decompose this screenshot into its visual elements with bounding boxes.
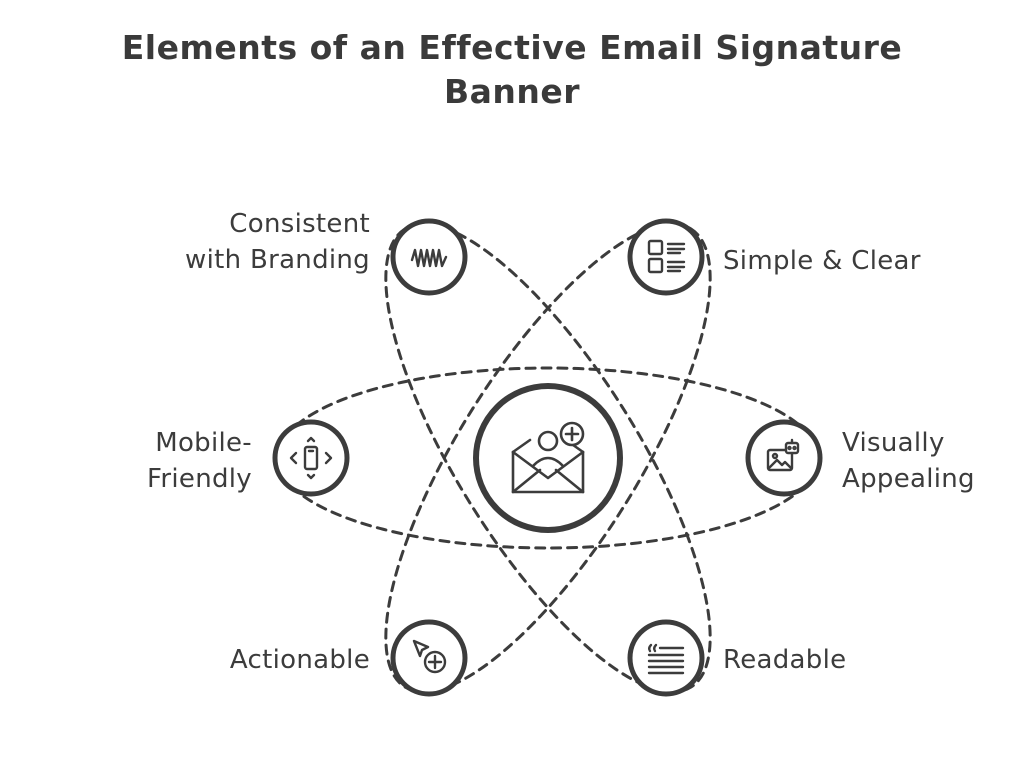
node-readable[interactable]: [627, 619, 705, 697]
mobile-resize-icon: [289, 436, 333, 480]
label-simple-line-1: Simple & Clear: [723, 246, 921, 276]
node-visual[interactable]: [745, 419, 823, 497]
label-readable: Readable: [723, 642, 846, 678]
label-consistent-line-1: Consistent: [229, 209, 370, 239]
label-mobile: Mobile- Friendly: [147, 425, 252, 497]
label-visual: Visually Appealing: [842, 425, 975, 497]
cursor-add-icon: [412, 639, 447, 674]
quote-text-icon: [647, 643, 685, 675]
label-consistent: Consistent with Branding: [185, 206, 370, 278]
node-consistent[interactable]: [390, 218, 468, 296]
label-actionable: Actionable: [230, 642, 370, 678]
label-mobile-line-2: Friendly: [147, 464, 252, 494]
center-node[interactable]: [473, 383, 623, 533]
label-actionable-line-1: Actionable: [229, 645, 370, 675]
title-line-1: Elements of an Effective Email Signature: [121, 28, 903, 67]
email-person-add-icon: [511, 421, 585, 494]
image-robot-icon: [766, 438, 800, 472]
node-simple[interactable]: [627, 218, 705, 296]
label-visual-line-1: Visually: [842, 428, 945, 458]
label-simple: Simple & Clear: [723, 243, 921, 279]
label-mobile-line-1: Mobile-: [155, 428, 252, 458]
layout-list-icon: [647, 239, 686, 274]
diagram-title: Elements of an Effective Email Signature…: [0, 26, 1024, 114]
title-line-2: Banner: [443, 72, 581, 111]
label-readable-line-1: Readable: [723, 645, 847, 675]
waveform-icon: [410, 248, 448, 268]
node-mobile[interactable]: [272, 419, 350, 497]
label-visual-line-2: Appealing: [842, 464, 975, 494]
label-consistent-line-2: with Branding: [185, 245, 370, 275]
node-actionable[interactable]: [390, 619, 468, 697]
